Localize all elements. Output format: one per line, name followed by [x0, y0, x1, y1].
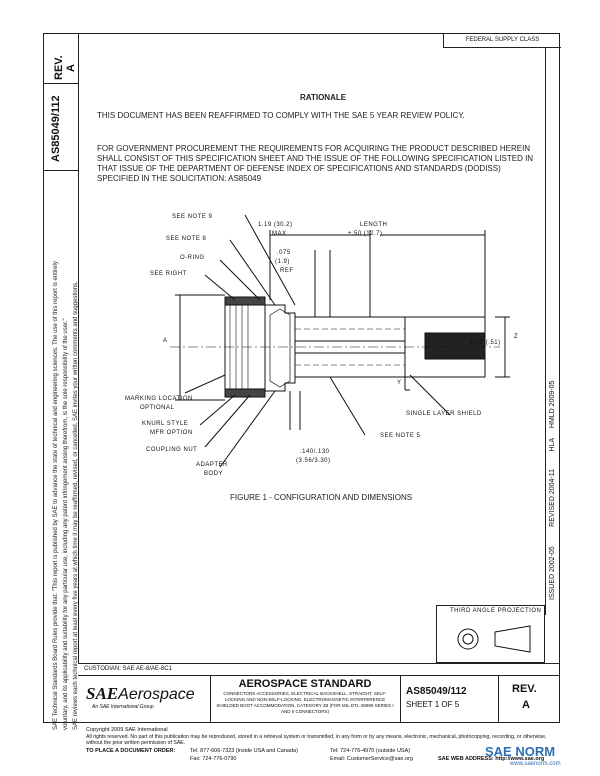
issue-strip: ISSUED 2002-05 REVISED 2004-11 HLA HMLD … [549, 380, 556, 600]
footer-web: SAE WEB ADDRESS: http://www.sae.org [438, 756, 545, 762]
figure-caption: FIGURE 1 - CONFIGURATION AND DIMENSIONS [230, 493, 413, 502]
label-length: LENGTH [360, 222, 388, 228]
label-coupling: COUPLING NUT [146, 447, 198, 453]
label-see-note-9: SEE NOTE 9 [172, 214, 213, 220]
label-y: Y [397, 380, 402, 386]
label-mfr: MFR OPTION [150, 430, 193, 436]
label-a: A [163, 338, 168, 344]
footer-order: TO PLACE A DOCUMENT ORDER: [86, 748, 176, 754]
label-z: Z [514, 334, 519, 340]
page-frame [43, 33, 560, 723]
label-adapter: ADAPTER [196, 462, 228, 468]
title-doc-number: AS85049/112 [406, 686, 467, 697]
title-description: CONNECTORS ACCESSORIES, ELECTRICAL BACKS… [216, 691, 394, 714]
label-dim-356: (3.56/3.30) [296, 458, 331, 464]
footer-rights: All rights reserved. No part of this pub… [86, 734, 547, 746]
sae-logo: SAEAerospace [86, 684, 195, 703]
procurement-text: FOR GOVERNMENT PROCUREMENT THE REQUIREME… [97, 144, 534, 183]
label-optional: OPTIONAL [140, 405, 175, 411]
footer-fax: Fax: 724-776-0790 [190, 756, 237, 762]
projection-box [436, 605, 545, 663]
label-dim-119: 1.19 (30.2) [258, 222, 293, 228]
sae-norm-watermark-url: www.saenorm.com [510, 761, 561, 767]
rev-label-rotated: REV. [53, 55, 65, 80]
footer-copyright: Copyright 2009 SAE International [86, 727, 168, 733]
label-body: BODY [204, 471, 224, 477]
rationale-text: THIS DOCUMENT HAS BEEN REAFFIRMED TO COM… [97, 111, 465, 120]
label-dim-075: .075 [277, 250, 291, 256]
label-shield: SINGLE LAYER SHIELD [406, 411, 482, 417]
label-marking: MARKING LOCATION [125, 396, 193, 402]
issue-strip-line [545, 47, 546, 615]
title-rev-value: A [522, 699, 530, 711]
label-knurl: KNURL STYLE [142, 421, 189, 427]
title-block-top-line [78, 663, 560, 664]
label-dim-02: ±.02 (.51) [470, 340, 501, 346]
footer-tel2: Tel: 724-776-4970 (outside USA) [330, 748, 411, 754]
label-ref: REF [280, 268, 294, 274]
sae-logo-sub: An SAE International Group [92, 704, 154, 710]
title-block-divider-3 [498, 675, 499, 723]
label-o-ring: O-RING [180, 255, 205, 261]
doc-number-rotated: AS85049/112 [50, 95, 62, 162]
label-see-right: SEE RIGHT [150, 271, 187, 277]
connector-drawing [170, 214, 510, 468]
label-max: MAX [272, 231, 287, 237]
left-strip-line [78, 33, 79, 663]
title-block-line2 [78, 675, 560, 676]
label-dim-140: .140/.130 [300, 449, 330, 455]
aerospace-standard-title: AEROSPACE STANDARD [238, 678, 372, 690]
federal-stamp: FEDERAL SUPPLY CLASS [443, 33, 561, 48]
projection-label: THIRD ANGLE PROJECTION [450, 608, 542, 614]
title-block-divider-1 [210, 675, 211, 723]
label-see-note-8: SEE NOTE 8 [166, 236, 207, 242]
sae-norm-watermark: SAE NORM [485, 744, 556, 759]
footer-email: Email: CustomerService@sae.org [330, 756, 413, 762]
title-rev-label: REV. [512, 683, 537, 695]
title-block-divider-2 [400, 675, 401, 723]
label-dim-19: (1.9) [275, 259, 290, 265]
rev-value-rotated: A [65, 64, 77, 72]
title-sheet: SHEET 1 OF 5 [406, 700, 460, 709]
custodian: CUSTODIAN: SAE AE-8/AE-8C1 [84, 666, 172, 672]
label-see-note-5: SEE NOTE 5 [380, 433, 421, 439]
projection-symbol [457, 625, 531, 653]
label-length-tol: ±.50 (12.7) [348, 231, 383, 237]
doc-box-line [43, 170, 78, 171]
rationale-heading: RATIONALE [300, 93, 347, 102]
footer-tel1: Tel: 877-606-7323 (inside USA and Canada… [190, 748, 298, 754]
